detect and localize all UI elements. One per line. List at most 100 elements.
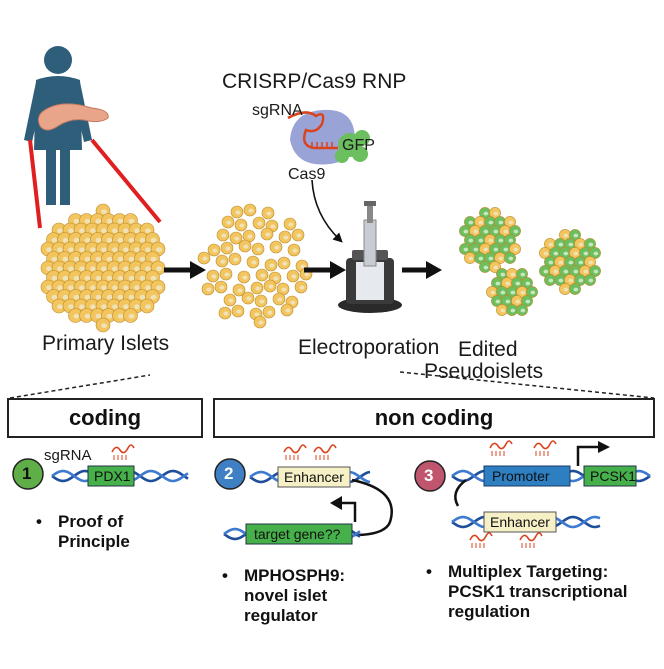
pancreas-icon	[37, 103, 109, 131]
cell-icon	[521, 295, 533, 307]
cell-icon	[260, 227, 274, 241]
panel1-sgrna-label: sgRNA	[44, 447, 92, 464]
cell-icon	[479, 243, 491, 255]
primary-islets-cluster	[40, 203, 166, 333]
cell-icon	[544, 256, 556, 268]
cas9-label: Cas9	[288, 166, 326, 183]
cell-icon	[504, 216, 516, 228]
enhancer-label: Enhancer	[490, 514, 550, 530]
cell-icon	[504, 252, 516, 264]
cell-icon	[237, 270, 251, 284]
cell-icon	[506, 286, 518, 298]
transcription-arrow	[576, 445, 600, 466]
promoter-label: Promoter	[492, 468, 550, 484]
cell-icon	[474, 252, 486, 264]
cell-icon	[219, 267, 233, 281]
cell-icon	[491, 277, 503, 289]
cell-icon	[506, 268, 518, 280]
cell-icon	[589, 247, 601, 259]
bullet-dot: •	[36, 512, 42, 531]
cell-icon	[521, 277, 533, 289]
cas9-rnp-icon	[287, 109, 370, 243]
isolation-lines	[28, 138, 162, 229]
cell-icon	[291, 228, 305, 242]
cell-icon	[220, 241, 234, 255]
cell-icon	[263, 279, 277, 293]
panel1-number-badge	[12, 458, 44, 490]
pcsk1-gene-box	[583, 465, 637, 487]
cell-icon	[283, 217, 297, 231]
cell-icon	[459, 243, 471, 255]
cell-icon	[559, 283, 571, 295]
cell-icon	[241, 291, 255, 305]
looping-connector	[351, 478, 393, 537]
cell-icon	[229, 231, 243, 245]
cell-icon	[474, 234, 486, 246]
looping-connector	[454, 479, 467, 507]
cell-icon	[559, 247, 571, 259]
cell-icon	[255, 268, 269, 282]
cell-icon	[564, 274, 576, 286]
dashed-connector	[399, 371, 655, 399]
cell-icon	[489, 261, 501, 273]
cell-icon	[484, 252, 496, 264]
cell-icon	[95, 317, 111, 333]
cell-icon	[501, 295, 513, 307]
cell-icon	[215, 254, 229, 268]
cell-icon	[499, 243, 511, 255]
cell-icon	[206, 269, 220, 283]
cell-icon	[232, 283, 246, 297]
target-gene-box	[245, 523, 353, 545]
cell-icon	[123, 308, 138, 323]
cell-icon	[554, 238, 566, 250]
cell-icon	[569, 283, 581, 295]
cell-icon	[252, 216, 266, 230]
cell-icon	[112, 308, 127, 323]
cell-icon	[277, 256, 291, 270]
enhancer-box	[483, 511, 557, 533]
transcription-arrowhead	[598, 441, 610, 453]
cell-icon	[278, 230, 292, 244]
cell-icon	[207, 243, 221, 257]
cell-icon	[464, 234, 476, 246]
cell-icon	[569, 229, 581, 241]
cell-icon	[238, 239, 252, 253]
cell-icon	[474, 216, 486, 228]
cell-icon	[230, 205, 244, 219]
cell-icon	[584, 256, 596, 268]
panel2-bullet-text: MPHOSPH9: novel islet regulator	[244, 566, 346, 625]
cell-icon	[549, 247, 561, 259]
transcription-arrow	[340, 501, 357, 522]
process-arrow	[402, 261, 442, 279]
enhancer-box	[277, 466, 351, 488]
panel3-number-badge	[414, 460, 446, 492]
cell-icon	[559, 229, 571, 241]
sgrna-icon	[519, 532, 543, 548]
cell-icon	[197, 251, 211, 265]
cell-icon	[231, 304, 245, 318]
cell-icon	[584, 274, 596, 286]
cell-icon	[221, 215, 235, 229]
cell-icon	[223, 293, 237, 307]
cell-icon	[218, 306, 232, 320]
cell-icon	[234, 218, 248, 232]
edited-label: Edited	[458, 338, 518, 361]
sgrna-icon	[283, 444, 307, 460]
cell-icon	[243, 203, 257, 217]
cell-icon	[499, 225, 511, 237]
panel2-number-badge	[214, 458, 246, 490]
panel3-bullet: • Multiplex Targeting: PCSK1 transcripti…	[426, 562, 656, 630]
pdx1-label: PDX1	[94, 468, 131, 484]
cell-icon	[584, 238, 596, 250]
cell-icon	[272, 292, 286, 306]
cell-icon	[251, 242, 265, 256]
rnp-title: CRISRP/Cas9 RNP	[222, 70, 407, 93]
electroporator-icon	[338, 201, 402, 313]
cell-icon	[516, 304, 528, 316]
bullet-dot: •	[426, 562, 432, 581]
cell-icon	[276, 282, 290, 296]
cell-icon	[479, 207, 491, 219]
sgrna-mark	[489, 440, 557, 456]
enhancer-label: Enhancer	[284, 469, 344, 485]
